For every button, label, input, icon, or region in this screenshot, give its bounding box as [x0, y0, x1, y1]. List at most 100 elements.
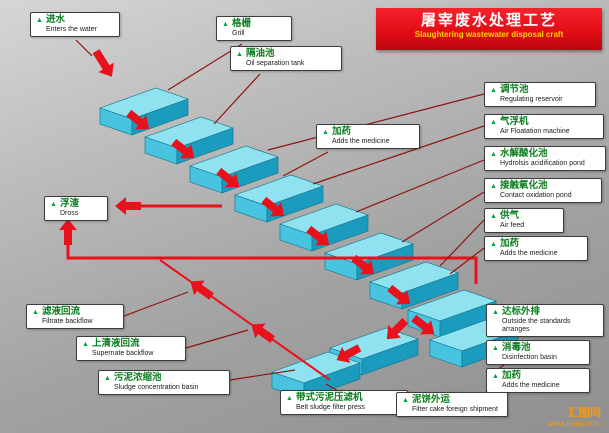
flow-arrow: [115, 197, 141, 215]
label-zh: 泥饼外运: [411, 394, 450, 405]
marker-icon: ▲: [492, 372, 499, 380]
marker-icon: ▲: [36, 16, 43, 24]
flow-arrow: [59, 219, 77, 245]
label-zh: 接触氧化池: [499, 180, 548, 191]
watermark-line2: www.huitu.com: [547, 419, 601, 429]
flow-arrow: [261, 196, 285, 217]
watermark: 汇图网 www.huitu.com: [547, 407, 601, 429]
flow-arrow: [216, 167, 240, 188]
flow-arrow: [251, 323, 275, 343]
flow-arrow: [387, 284, 411, 305]
tank: [189, 145, 279, 194]
label-en: Filter cake foreign shipment: [412, 405, 498, 413]
label-zh: 格栅: [231, 18, 251, 29]
label-en: Air feed: [500, 221, 525, 229]
label-en: Oil separation tank: [246, 59, 305, 67]
label-en: Enters the water: [46, 25, 97, 33]
flow-arrow: [126, 109, 150, 130]
flow-arrow: [190, 280, 214, 300]
leader-line: [167, 43, 243, 91]
leader-line: [282, 151, 329, 177]
marker-icon: ▲: [82, 340, 89, 348]
label-zh: 达标外排: [501, 306, 540, 317]
label-zh: 消毒池: [501, 342, 531, 353]
label-en: Dross: [60, 209, 79, 217]
flow-arrow: [336, 344, 362, 363]
marker-icon: ▲: [490, 150, 497, 158]
label-zh: 滤液回流: [41, 306, 80, 317]
label-zh: 带式污泥压滤机: [295, 392, 363, 403]
flow-arrow: [306, 225, 330, 246]
label-zh: 上清液回流: [91, 338, 140, 349]
marker-icon: ▲: [32, 308, 39, 316]
watermark-line1: 汇图网: [568, 407, 601, 420]
marker-icon: ▲: [50, 200, 57, 208]
leader-line: [355, 159, 485, 213]
label-en: Regulating reservoir: [500, 95, 563, 103]
marker-icon: ▲: [236, 50, 243, 58]
label-zh: 加药: [501, 370, 521, 381]
label-en: Sludge concentration basin: [114, 383, 199, 391]
label-en: Hydrolsis acidification pond: [500, 159, 585, 167]
flow-arrow: [92, 49, 114, 77]
tank-front: [361, 338, 419, 376]
leader-line: [449, 247, 485, 275]
marker-icon: ▲: [490, 240, 497, 248]
marker-icon: ▲: [104, 374, 111, 382]
label-zh: 水解酸化池: [499, 148, 548, 159]
label-en: Disinfection basin: [502, 353, 557, 361]
leader-line: [401, 191, 485, 243]
label-zh: 浮渣: [59, 198, 79, 209]
label-zh: 隔油池: [245, 48, 275, 59]
label-zh: 供气: [499, 210, 519, 221]
leader-line: [75, 39, 93, 57]
label-zh: 污泥浓缩池: [113, 372, 162, 383]
label-zh: 调节池: [499, 84, 529, 95]
label-zh: 进水: [45, 14, 65, 25]
leader-line: [123, 291, 189, 317]
label-zh: 加药: [499, 238, 519, 249]
label-zh: 加药: [331, 126, 351, 137]
flow-arrow: [171, 138, 195, 159]
page-subtitle: Slaughtering wastewater disposal craft: [414, 30, 564, 39]
flow-arrow: [351, 254, 375, 275]
label-en: Belt sludge filter press: [296, 403, 365, 411]
leader-line: [312, 125, 485, 185]
marker-icon: ▲: [492, 344, 499, 352]
label-zh: 气浮机: [499, 116, 529, 127]
marker-icon: ▲: [490, 212, 497, 220]
marker-icon: ▲: [490, 86, 497, 94]
marker-icon: ▲: [402, 396, 409, 404]
label-en: Supernate backflow: [92, 349, 154, 357]
label-en: Outside the standards arranges: [502, 317, 571, 333]
label-en: Filtrate backflow: [42, 317, 93, 325]
marker-icon: ▲: [222, 20, 229, 28]
leader-line: [229, 369, 296, 381]
title-banner: 屠宰废水处理工艺 Slaughtering wastewater disposa…: [376, 8, 602, 50]
label-en: Grill: [232, 29, 245, 37]
label-en: Adds the medicine: [500, 249, 558, 257]
marker-icon: ▲: [490, 182, 497, 190]
leader-line: [325, 383, 339, 392]
label-en: Adds the medicine: [332, 137, 390, 145]
marker-icon: ▲: [322, 128, 329, 136]
flow-arrow: [386, 317, 409, 340]
label-en: Adds the medicine: [502, 381, 560, 389]
